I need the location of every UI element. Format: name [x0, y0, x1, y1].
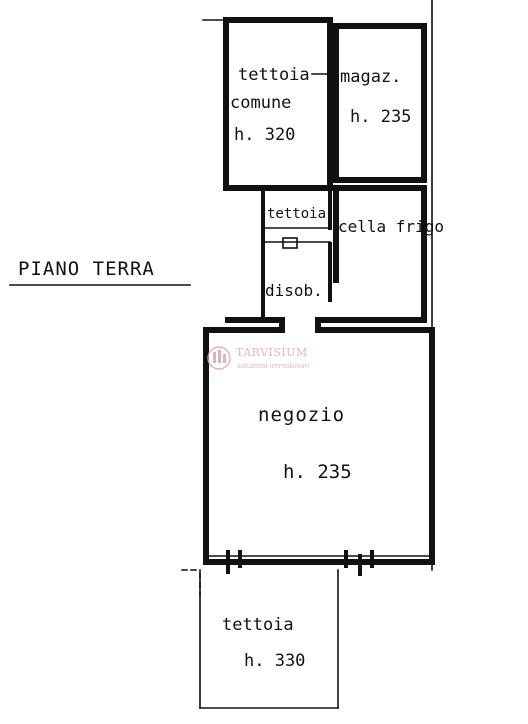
tettoia-comune-height: h. 320: [234, 125, 295, 145]
tettoia-bottom-outline: [181, 569, 339, 709]
cella-frigo-label: cella frigo: [338, 217, 444, 236]
tettoia-small-label: tettoia: [267, 206, 326, 222]
plan-title: PIANO TERRA: [18, 258, 155, 280]
tarvisium-logo-icon: [207, 346, 231, 370]
tettoia-bottom-height: h. 330: [244, 651, 305, 671]
tarvisium-watermark: TARVISIUM soluzioni immobiliari: [207, 346, 309, 370]
middle-strip-walls: [261, 186, 332, 320]
watermark-brand: TARVISIUM: [236, 346, 308, 359]
cella-frigo-walls: [333, 185, 427, 323]
tettoia-bottom-label: tettoia: [222, 615, 294, 635]
watermark-tagline: soluzioni immobiliari: [237, 362, 309, 370]
tettoia-comune-walls: [202, 17, 333, 191]
negozio-walls: [203, 327, 435, 576]
disobbligo-label: disob.: [265, 281, 323, 300]
magazzino-height: h. 235: [350, 107, 411, 127]
negozio-label: negozio: [258, 404, 345, 426]
negozio-height: h. 235: [283, 461, 352, 483]
tettoia-comune-label-line2: comune: [230, 93, 291, 113]
negozio-top-wall: [203, 317, 435, 333]
magazzino-label: magaz.: [340, 67, 401, 87]
magazzino-walls: [333, 23, 427, 183]
tettoia-comune-label-line1: tettoia: [238, 65, 310, 85]
